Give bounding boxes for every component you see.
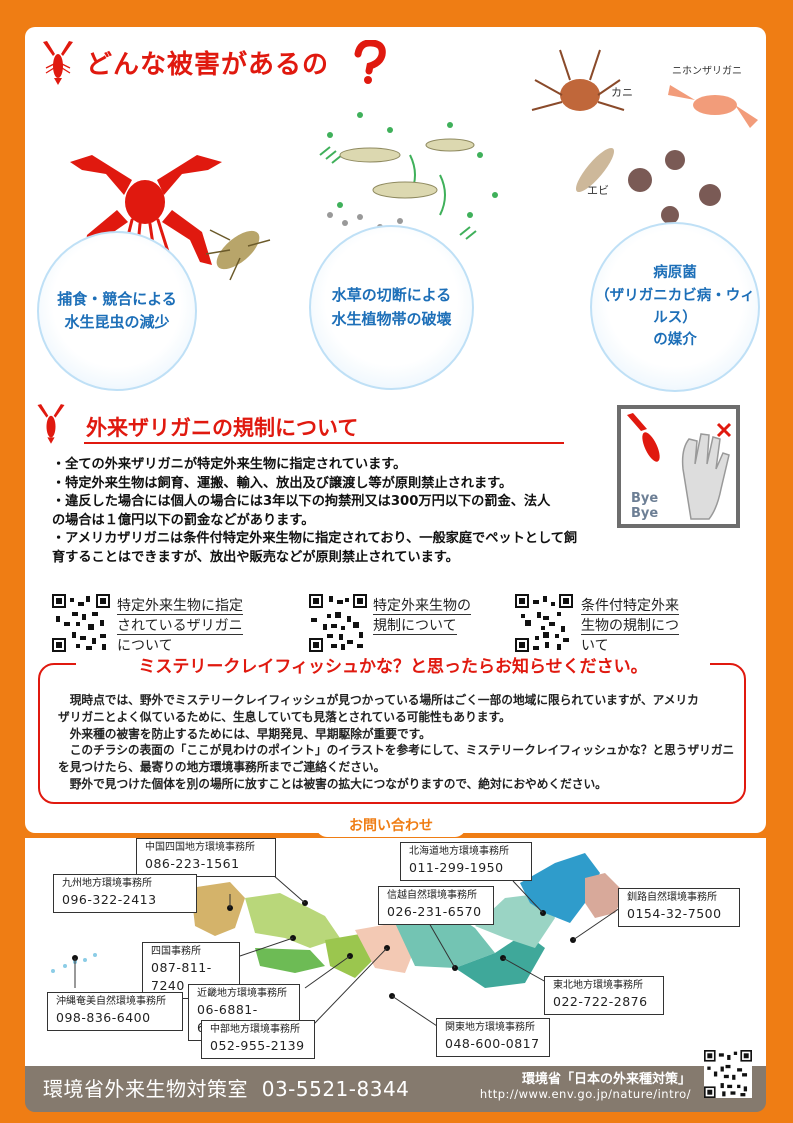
- effect-pathogen-circle: 病原菌 （ザリガニカビ病・ウィルス） の媒介: [590, 222, 760, 392]
- regulation-line: ・アメリカザリガニは条件付特定外来生物に指定されており、一般家庭でペットとして飼: [52, 531, 578, 547]
- bye-bye-illustration: [627, 413, 732, 520]
- bye-bye-sign: Bye Bye: [617, 405, 740, 528]
- effect-insects-circle: 捕食・競合による水生昆虫の減少: [37, 231, 197, 391]
- contact-label: お問い合わせ: [316, 815, 466, 837]
- pathogen-hosts-illustration: [531, 49, 758, 224]
- regulation-underline: [84, 442, 564, 444]
- qr-code[interactable]: [515, 594, 573, 652]
- question-mark-icon: [354, 40, 386, 84]
- notice-line: 現時点では、野外でミステリークレイフィッシュが見つかっている場所はごく一部の地域…: [69, 693, 699, 707]
- notice-line: ザリガニとよく似ているために、生息していても見落とされている可能性もあります。: [58, 709, 511, 724]
- bye-bye-text: Bye Bye: [631, 491, 659, 521]
- regulation-line: 育することはできますが、放出や販売などが原則禁止されています。: [52, 549, 459, 565]
- shrimp-label: エビ: [587, 184, 609, 197]
- regulation-line: ・特定外来生物は飼育、運搬、輸入、放出及び譲渡し等が原則禁止されます。: [52, 475, 513, 491]
- qr-code[interactable]: [52, 594, 110, 652]
- effect-plants-line1: 水草の切断による: [331, 286, 452, 305]
- link-regulation[interactable]: 特定外来生物の規制について: [373, 598, 471, 635]
- notice-line: 野外で見つけた個体を別の場所に放すことは被害の拡大につながりますので、絶対におや…: [69, 776, 607, 791]
- damage-title: どんな被害があるの: [86, 50, 330, 80]
- effect-pathogen-line2: （ザリガニカビ病・ウィルス）: [595, 287, 755, 326]
- link-designated-crayfish[interactable]: 特定外来生物に指定されているザリガニについて: [117, 598, 243, 655]
- qr-code[interactable]: [309, 594, 367, 652]
- footer-office: 環境省外来生物対策室 03-5521-8344: [43, 1077, 410, 1101]
- native-crayfish-label: ニホンザリガニ: [672, 66, 742, 77]
- notice-line: を見つけたら、最寄りの地方環境事務所までご連絡ください。: [58, 760, 386, 775]
- crab-label: カニ: [611, 86, 633, 99]
- notice-line: 外来種の被害を防止するためには、早期発見、早期駆除が重要です。: [69, 726, 431, 741]
- footer-url[interactable]: http://www.env.go.jp/nature/intro/: [479, 1087, 691, 1101]
- notice-body: 現時点では、野外でミステリークレイフィッシュが見つかっている場所はごく一部の地域…: [58, 692, 736, 793]
- regulation-title: 外来ザリガニの規制について: [86, 416, 359, 440]
- regulation-line: ・違反した場合には個人の場合には3年以下の拘禁刑又は300万円以下の罰金、法人: [52, 494, 551, 510]
- effect-plants-circle: 水草の切断による水生植物帯の破壊: [309, 225, 474, 390]
- regulation-line: の場合は１億円以下の罰金などがあります。: [52, 512, 315, 528]
- crayfish-icon: [37, 404, 65, 444]
- qr-code[interactable]: [704, 1050, 752, 1098]
- effect-insects-line1: 捕食・競合による: [57, 289, 177, 308]
- effect-pathogen-line3: の媒介: [653, 332, 697, 349]
- regulation-list: ・全ての外来ザリガニが特定外来生物に指定されています。 ・特定外来生物は飼育、運…: [52, 456, 642, 568]
- regulation-line: ・全ての外来ザリガニが特定外来生物に指定されています。: [52, 457, 407, 472]
- effect-plants-line2: 水生植物帯の破壊: [331, 309, 452, 328]
- footer-bar: 環境省外来生物対策室 03-5521-8344 環境省「日本の外来種対策」 ht…: [25, 1050, 766, 1112]
- effect-insects-line2: 水生昆虫の減少: [64, 313, 170, 331]
- notice-line: このチラシの表面の「ここが見わけのポイント」のイラストを参考にして、ミステリーク…: [69, 743, 735, 758]
- footer-site-title: 環境省「日本の外来種対策」: [521, 1072, 691, 1087]
- japan-map: [51, 853, 625, 1029]
- crayfish-icon: [43, 41, 73, 85]
- footer-phone[interactable]: 03-5521-8344: [261, 1077, 410, 1101]
- insect-illustration: [205, 229, 271, 281]
- link-conditional-regulation[interactable]: 条件付特定外来生物の規制について: [581, 598, 679, 655]
- effect-pathogen-line1: 病原菌: [653, 265, 697, 282]
- notice-title: ミステリークレイフィッシュかな？と思ったらお知らせください。: [76, 654, 710, 680]
